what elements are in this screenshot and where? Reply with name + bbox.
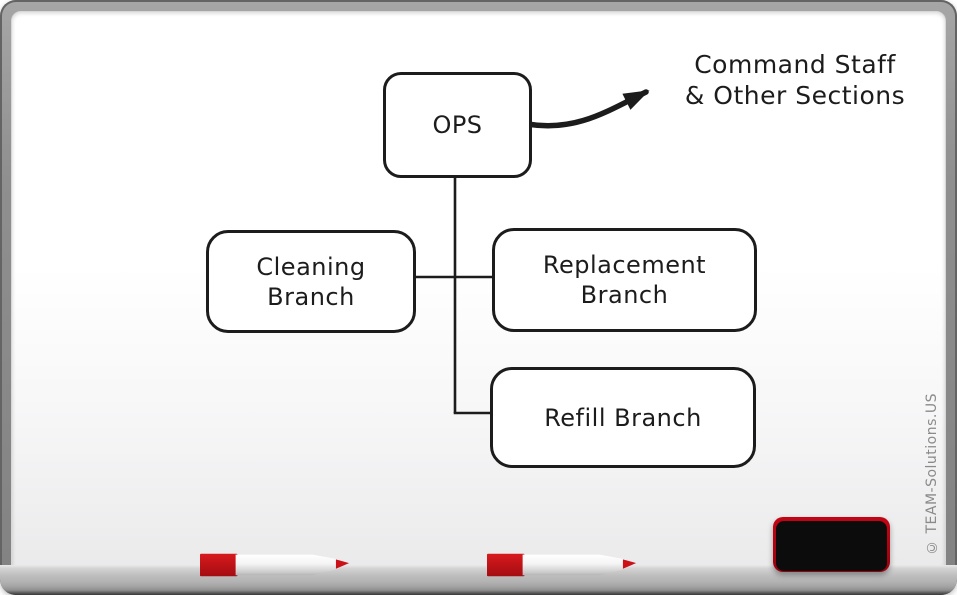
command-staff-annotation-line1: Command Staff — [694, 50, 896, 79]
node-ops-label: OPS — [432, 111, 483, 139]
marker-nose — [599, 554, 626, 576]
watermark-text: © TEAM-Solutions.US — [924, 393, 940, 555]
red-marker-1 — [200, 553, 350, 577]
node-cleaning-branch: Cleaning Branch — [206, 230, 416, 333]
node-ops: OPS — [383, 72, 532, 178]
command-staff-annotation: Command Staff & Other Sections — [666, 49, 924, 111]
marker-cap — [487, 553, 525, 577]
marker-cap — [200, 553, 238, 577]
marker-body — [235, 554, 313, 576]
red-marker-2 — [487, 553, 637, 577]
command-staff-annotation-line2: & Other Sections — [684, 81, 906, 110]
node-cleaning-branch-label: Cleaning Branch — [256, 252, 366, 311]
marker-nose — [312, 554, 339, 576]
whiteboard-eraser-pad — [776, 521, 887, 571]
whiteboard-eraser — [773, 517, 890, 572]
node-replacement-branch-label: Replacement Branch — [542, 251, 707, 309]
marker-tip — [335, 559, 350, 569]
node-refill-branch: Refill Branch — [490, 367, 756, 468]
node-replacement-branch: Replacement Branch — [492, 228, 757, 332]
marker-tip — [622, 559, 637, 569]
node-refill-branch-label: Refill Branch — [544, 403, 702, 432]
marker-body — [522, 554, 600, 576]
